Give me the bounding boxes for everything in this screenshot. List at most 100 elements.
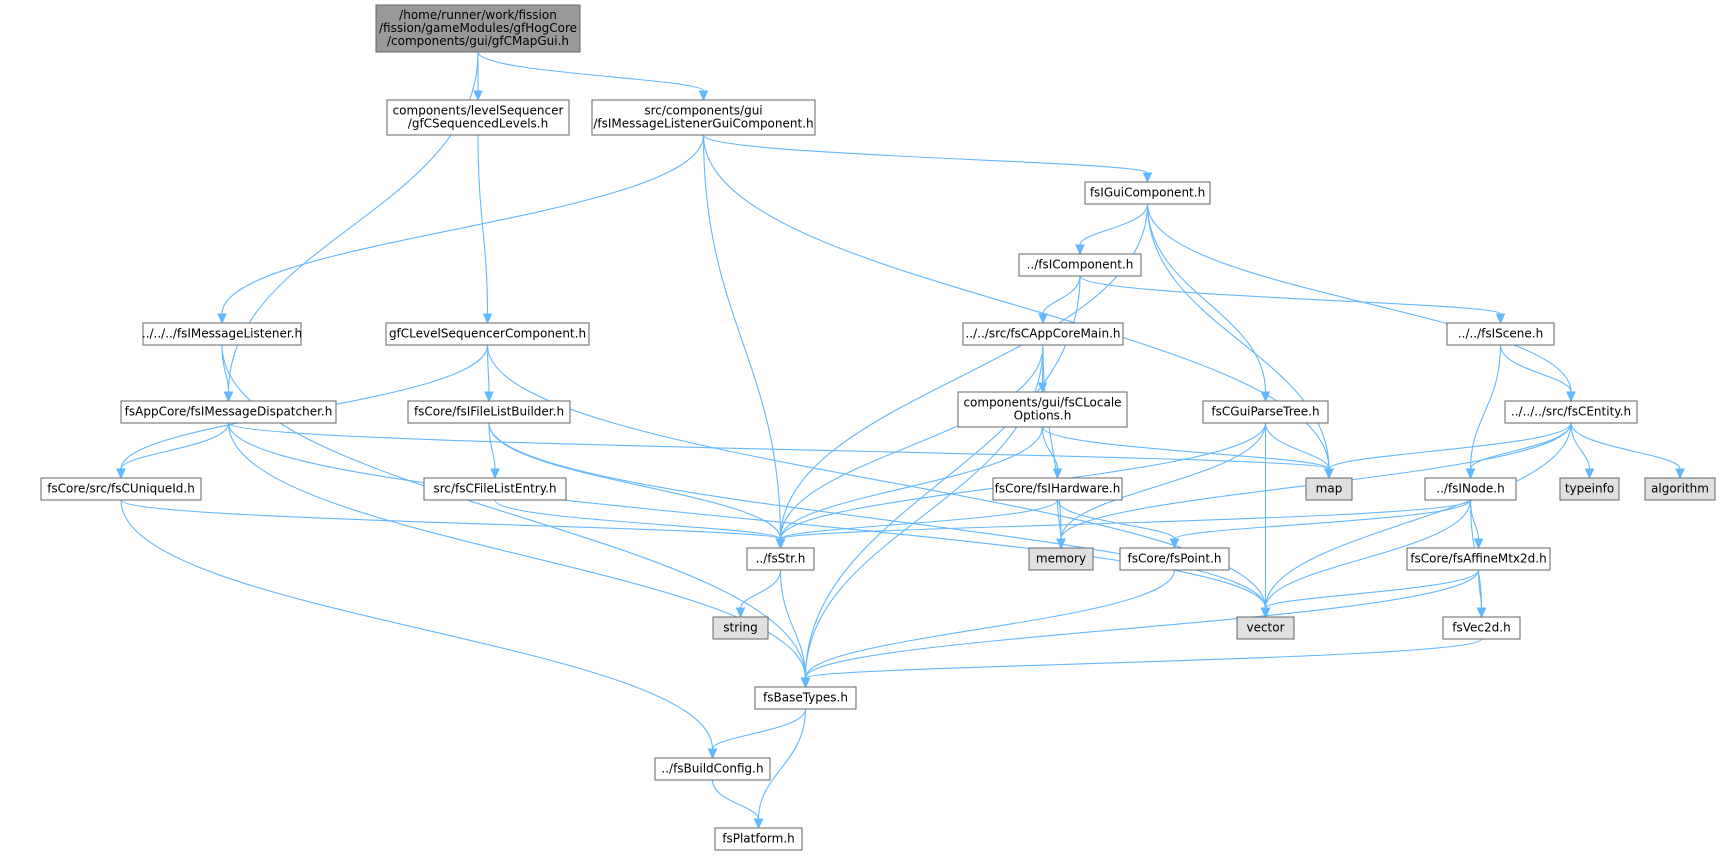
edge-line	[757, 708, 807, 820]
edge-arrowhead	[1324, 468, 1334, 480]
edge-line	[1173, 499, 1472, 540]
edge-line	[1146, 203, 1330, 470]
node-label: ../fsINode.h	[1436, 482, 1504, 496]
edge-line	[1041, 426, 1059, 470]
node-fsIMessageListenerGuiComponent[interactable]: src/components/gui/fsIMessageListenerGui…	[591, 99, 816, 136]
node-box	[962, 322, 1124, 346]
edge-arrowhead	[223, 391, 234, 403]
edge-line	[1469, 422, 1572, 470]
node-root[interactable]: /home/runner/work/fission/fission/gameMo…	[375, 4, 581, 53]
edge-fsCFileListEntry-to-fsStr	[494, 499, 786, 550]
edge-fsIMessageListenerGuiComponent-to-fsIMessageListener	[217, 134, 705, 325]
edge-fsPoint-to-fsBaseTypes	[800, 569, 1176, 689]
edge-line	[1264, 569, 1480, 609]
node-fsIFileListBuilder[interactable]: fsCore/fsIFileListBuilder.h	[407, 400, 571, 424]
edge-arrowhead	[1495, 313, 1506, 325]
node-fsIHardware[interactable]: fsCore/fsIHardware.h	[992, 477, 1123, 501]
edge-fsIGuiComponent-to-fsIComponent	[1075, 203, 1149, 256]
edge-line	[779, 344, 1044, 540]
edge-line	[1042, 275, 1081, 315]
node-fsVec2d[interactable]: fsVec2d.h	[1442, 616, 1521, 640]
edge-line	[702, 134, 1149, 174]
node-fsAffineMtx2d[interactable]: fsCore/fsAffineMtx2d.h	[1406, 547, 1551, 571]
node-label: /components/gui/gfCMapGui.h	[387, 34, 569, 48]
node-fsStr[interactable]: ../fsStr.h	[746, 547, 815, 571]
node-gfCLevelSequencerComponent[interactable]: gfCLevelSequencerComponent.h	[385, 322, 590, 346]
edge-layer	[116, 51, 1685, 830]
node-fsINode[interactable]: ../fsINode.h	[1424, 477, 1517, 501]
node-gfCSequencedLevels[interactable]: components/levelSequencer/gfCSequencedLe…	[386, 99, 570, 136]
node-fsBaseTypes[interactable]: fsBaseTypes.h	[754, 686, 857, 710]
node-fsBuildConfig[interactable]: ../fsBuildConfig.h	[654, 757, 771, 781]
node-box	[1446, 322, 1555, 346]
edge-line	[1079, 275, 1502, 315]
edge-line	[804, 275, 1081, 679]
node-fsCAppCoreMain[interactable]: ../../src/fsCAppCoreMain.h	[962, 322, 1124, 346]
edge-fsIScene-to-fsINode	[1465, 344, 1502, 480]
edge-fsCEntity-to-map	[1324, 422, 1572, 480]
node-label: ../fsBuildConfig.h	[661, 762, 763, 776]
edge-line	[1264, 422, 1572, 609]
edge-fsCUniqueId-to-fsStr	[120, 499, 786, 550]
node-layer: /home/runner/work/fission/fission/gameMo…	[40, 4, 1716, 851]
edge-arrowhead	[484, 391, 494, 403]
edge-line	[1042, 344, 1062, 540]
edge-fsIScene-to-fsCEntity	[1499, 344, 1576, 403]
node-label: vector	[1246, 621, 1284, 635]
edge-line	[120, 422, 230, 470]
node-box	[1119, 547, 1230, 571]
edge-line	[1469, 344, 1502, 470]
edge-line	[804, 638, 1483, 679]
node-label: fsCore/fsIFileListBuilder.h	[414, 405, 564, 419]
edge-fsIComponent-to-fsIScene	[1079, 275, 1506, 325]
node-label: memory	[1036, 552, 1086, 566]
edge-arrowhead	[1473, 538, 1484, 550]
node-fsCGuiParseTree[interactable]: fsCGuiParseTree.h	[1202, 400, 1329, 424]
node-label: ../fsIComponent.h	[1027, 258, 1134, 272]
edge-line	[779, 426, 1044, 540]
node-string: string	[712, 616, 769, 640]
node-label: fsAppCore/fsIMessageDispatcher.h	[125, 405, 333, 419]
edge-line	[221, 134, 705, 315]
edge-line	[227, 422, 1330, 470]
node-fsPlatform[interactable]: fsPlatform.h	[714, 827, 803, 851]
edge-line	[477, 134, 489, 315]
node-fsCUniqueId[interactable]: fsCore/src/fsCUniqueId.h	[40, 477, 202, 501]
edge-fsINode-to-fsAffineMtx2d	[1469, 499, 1484, 550]
edge-arrowhead	[1260, 607, 1271, 619]
node-box	[714, 827, 803, 851]
edge-arrowhead	[1260, 391, 1271, 403]
edge-fsCLocaleOptions-to-fsIHardware	[1041, 426, 1063, 480]
node-fsIComponent[interactable]: ../fsIComponent.h	[1018, 253, 1142, 277]
edge-arrowhead	[1566, 391, 1576, 403]
node-box	[423, 477, 567, 501]
node-box	[1442, 616, 1521, 640]
edge-arrowhead	[1169, 538, 1180, 550]
node-fsCFileListEntry[interactable]: src/fsCFileListEntry.h	[423, 477, 567, 501]
edge-line	[1056, 499, 1062, 540]
edge-fsIFileListBuilder-to-fsCFileListEntry	[488, 422, 500, 480]
node-fsPoint[interactable]: fsCore/fsPoint.h	[1119, 547, 1230, 571]
node-box	[142, 322, 302, 346]
node-box	[120, 400, 337, 424]
edge-arrowhead	[707, 748, 718, 760]
node-box	[746, 547, 815, 571]
node-label: /fsIMessageListenerGuiComponent.h	[593, 117, 813, 131]
edge-fsIGuiComponent-to-fsCEntity	[1146, 203, 1576, 403]
edge-arrowhead	[1038, 313, 1048, 325]
edge-fsINode-to-fsStr	[775, 499, 1472, 550]
edge-arrowhead	[735, 607, 746, 619]
node-fsIMessageListener[interactable]: ../../../fsIMessageListener.h	[142, 322, 302, 346]
node-fsIScene[interactable]: ../../fsIScene.h	[1446, 322, 1555, 346]
node-fsIGuiComponent[interactable]: fsIGuiComponent.h	[1084, 181, 1211, 205]
node-label: ../../../fsIMessageListener.h	[142, 327, 302, 341]
edge-line	[702, 134, 782, 540]
node-label: /gfCSequencedLevels.h	[408, 117, 548, 131]
node-fsIMessageDispatcher[interactable]: fsAppCore/fsIMessageDispatcher.h	[120, 400, 337, 424]
edge-line	[779, 499, 1059, 540]
node-label: fsIGuiComponent.h	[1090, 186, 1205, 200]
node-vector: vector	[1236, 616, 1295, 640]
node-fsCEntity[interactable]: ../../../src/fsCEntity.h	[1504, 400, 1638, 424]
node-label: fsCore/fsAffineMtx2d.h	[1410, 552, 1546, 566]
